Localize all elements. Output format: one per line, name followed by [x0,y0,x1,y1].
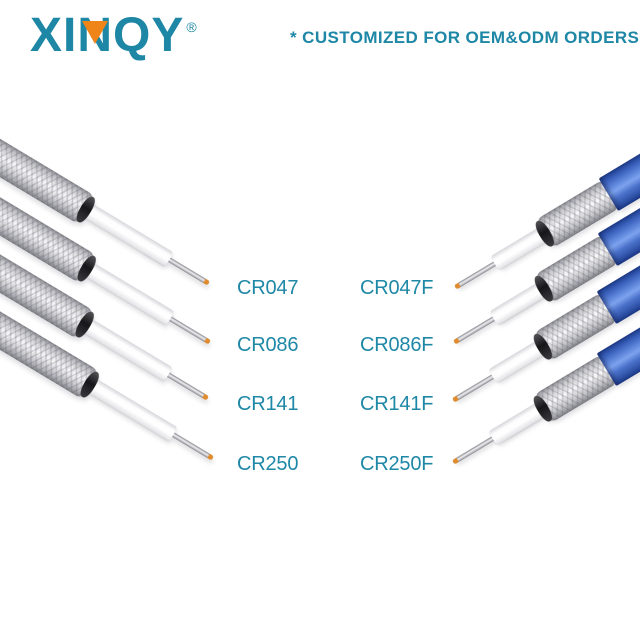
copper-tip [202,393,210,401]
label-cr086: CR086 [237,334,299,356]
center-conductor-pin [453,260,498,290]
brand-logo: XINQY® [30,12,198,64]
blue-jacket [597,26,640,267]
copper-tip [204,337,212,345]
copper-tip [203,278,211,286]
center-conductor-pin [451,373,496,403]
label-cr086f: CR086F [360,334,434,356]
registered-trademark-symbol: ® [186,19,198,35]
copper-tip [452,337,460,345]
copper-tip [451,457,459,465]
copper-tip [451,395,459,403]
label-cr141: CR141 [237,393,299,415]
center-conductor-pin [166,256,211,286]
label-cr047f: CR047F [360,277,434,299]
label-cr250: CR250 [237,453,299,475]
copper-tip [453,282,461,290]
label-cr141f: CR141F [360,393,434,415]
label-cr250f: CR250F [360,453,434,475]
center-conductor-pin [451,435,496,465]
center-conductor-pin [167,315,212,345]
center-conductor-pin [452,315,497,345]
center-conductor-pin [165,371,210,401]
brand-logo-text: XINQY [30,9,185,62]
label-cr047: CR047 [237,277,299,299]
center-conductor-pin [170,431,215,461]
copper-tip [207,453,215,461]
tagline: * CUSTOMIZED FOR OEM&ODM ORDERS [290,28,640,47]
